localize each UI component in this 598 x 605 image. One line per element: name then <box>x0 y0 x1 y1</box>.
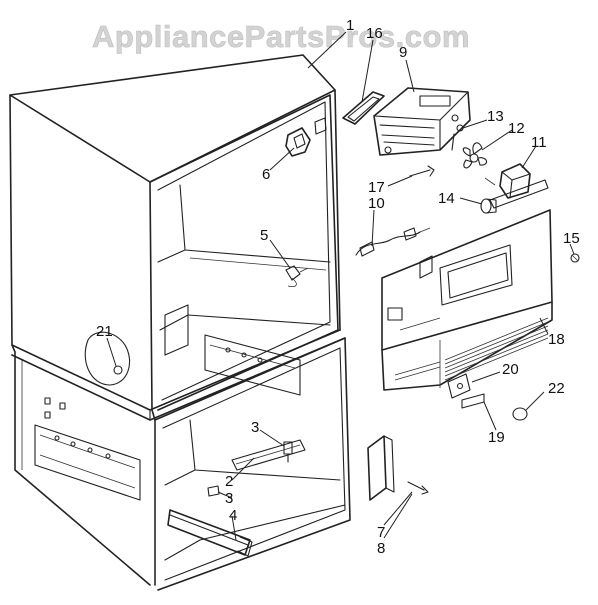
callout-12: 12 <box>508 120 525 137</box>
callout-8: 8 <box>377 540 385 557</box>
part-21-side-component[interactable] <box>84 331 130 386</box>
part-20-bracket[interactable] <box>447 373 471 399</box>
callout-20: 20 <box>502 361 519 378</box>
part-6-control-block[interactable] <box>285 127 311 157</box>
part-3-screw-upper[interactable] <box>283 441 293 463</box>
callout-18: 18 <box>548 331 565 348</box>
callout-3-upper: 3 <box>251 419 259 436</box>
callout-16: 16 <box>366 25 383 42</box>
callout-22: 22 <box>548 380 565 397</box>
part-14-cap[interactable] <box>480 198 497 214</box>
callout-10: 10 <box>368 195 385 212</box>
part-13-screw[interactable] <box>451 124 464 151</box>
callout-6: 6 <box>262 166 270 183</box>
callout-9: 9 <box>399 44 407 61</box>
callout-4: 4 <box>229 507 237 524</box>
part-22-grommet[interactable] <box>512 407 528 421</box>
part-8-screw[interactable] <box>407 481 429 495</box>
callout-13: 13 <box>487 108 504 125</box>
part-15-screw[interactable] <box>570 253 580 263</box>
part-10-heater-wire[interactable] <box>355 227 431 257</box>
leader-lines <box>106 31 575 541</box>
part-19-clip[interactable] <box>461 393 485 409</box>
part-17-screw[interactable] <box>409 165 435 177</box>
callout-1: 1 <box>346 17 354 34</box>
part-5-sensor[interactable] <box>285 265 309 287</box>
part-7-mounting-bracket[interactable] <box>367 435 395 501</box>
callout-5: 5 <box>260 227 268 244</box>
callout-labels: 1 16 9 13 12 11 6 17 10 14 15 5 21 18 20… <box>96 17 580 557</box>
callout-21: 21 <box>96 323 113 340</box>
part-18-evaporator-cover[interactable] <box>381 209 553 391</box>
callout-2: 2 <box>225 473 233 490</box>
part-16-gasket[interactable] <box>342 91 385 125</box>
part-3-screw-lower[interactable] <box>207 485 220 497</box>
callout-11: 11 <box>531 134 547 151</box>
callout-15: 15 <box>563 230 580 247</box>
part-12-fan-blade[interactable] <box>462 142 488 169</box>
callout-19: 19 <box>488 429 505 446</box>
part-9-fan-housing[interactable] <box>373 87 471 156</box>
refrigerator-cabinet[interactable] <box>9 54 351 591</box>
callout-3-lower: 3 <box>225 490 233 507</box>
callout-14: 14 <box>438 190 455 207</box>
callout-17: 17 <box>368 179 385 196</box>
part-4-bottom-rail[interactable] <box>167 509 253 557</box>
part-2-rail[interactable] <box>231 439 306 471</box>
watermark-text: AppliancePartsPros.com <box>92 19 470 54</box>
part-11-fan-motor[interactable] <box>484 163 549 209</box>
callout-7: 7 <box>377 524 385 541</box>
